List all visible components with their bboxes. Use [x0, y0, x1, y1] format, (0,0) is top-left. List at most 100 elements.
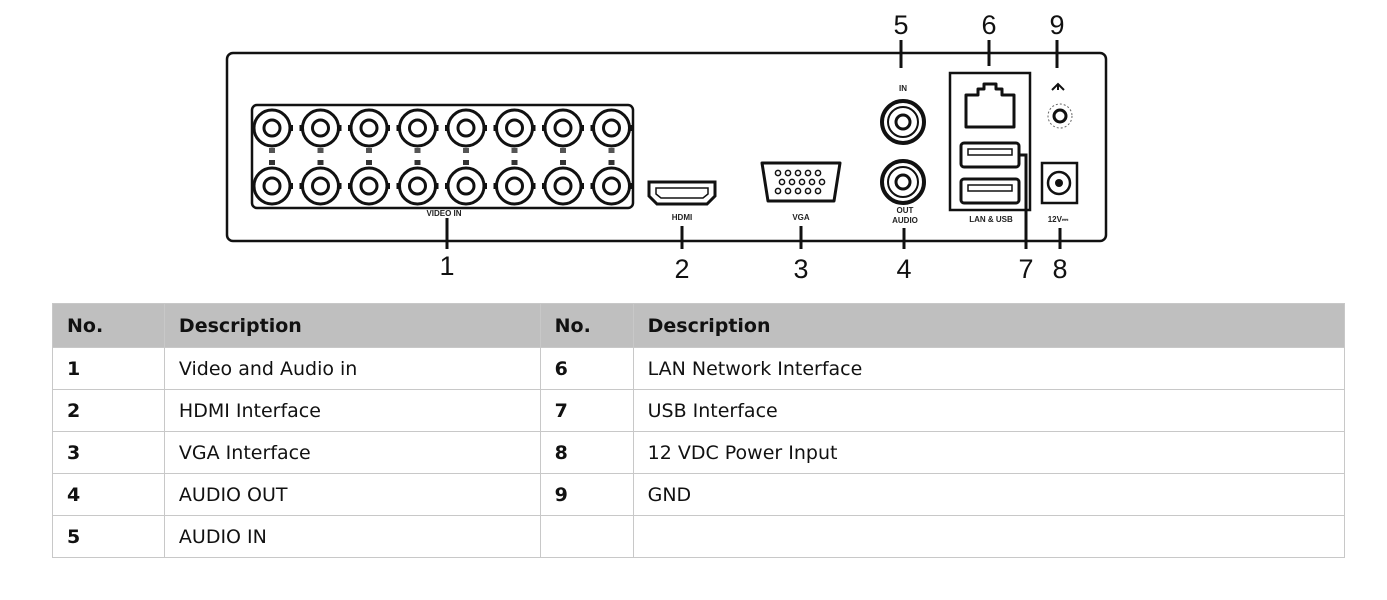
table-header-row: No. Description No. Description: [52, 303, 1346, 348]
callout-4: 4: [896, 254, 911, 284]
channel-marker: [511, 160, 518, 165]
row-no-left: 1: [52, 347, 165, 390]
vga-label: VGA: [792, 213, 810, 222]
channel-marker: [366, 148, 372, 153]
vga-pin: [798, 178, 806, 186]
bnc-connector-icon: [299, 166, 342, 206]
bnc-connector-icon: [445, 108, 487, 148]
row-description-left: Video and Audio in: [163, 347, 541, 390]
channel-marker: [560, 160, 566, 165]
row-no-right: 7: [539, 389, 634, 432]
vga-pin: [778, 178, 786, 186]
interface-description-table: No. Description No. Description 1 Video …: [52, 303, 1346, 558]
bnc-connector-icon: [493, 108, 536, 148]
table-row: 2 HDMI Interface 7 USB Interface: [52, 389, 1346, 432]
bnc-connector-icon: [493, 166, 536, 206]
vga-pin: [794, 187, 802, 195]
channel-marker: [317, 160, 324, 165]
bnc-connector-icon: [251, 108, 293, 148]
bnc-connector-icon: [348, 166, 390, 206]
callout-8: 8: [1052, 254, 1067, 284]
channel-marker: [414, 160, 421, 165]
callout-line-7: [1019, 153, 1028, 249]
vga-pin: [784, 187, 792, 195]
vga-pin: [788, 178, 796, 186]
row-description-left: AUDIO IN: [163, 515, 541, 558]
channel-marker: [463, 160, 469, 165]
rear-panel-diagram: VIDEO IN HDMI VGA IN OUT AUDIO LAN & USB: [225, 10, 1108, 284]
usb-port-icon: [959, 141, 1021, 169]
row-no-left: 4: [52, 473, 165, 516]
channel-marker: [269, 148, 275, 153]
usb-port-icon: [959, 177, 1021, 205]
row-description-left: VGA Interface: [163, 431, 541, 474]
hdmi-label: HDMI: [672, 213, 692, 222]
bnc-connector-icon: [348, 108, 390, 148]
row-description-left: AUDIO OUT: [163, 473, 541, 516]
row-description-right: [632, 515, 1346, 558]
channel-marker: [511, 148, 518, 153]
bnc-panel-outline: [250, 103, 635, 210]
row-no-right: [539, 515, 634, 558]
audio-label: AUDIO: [892, 216, 918, 225]
dc-power-jack-icon: [1040, 161, 1079, 205]
vga-pin: [814, 169, 822, 177]
bnc-connector-icon: [396, 166, 439, 206]
audio-out-jack-icon: [880, 159, 926, 205]
channel-marker: [608, 160, 615, 165]
rj45-port-icon: [964, 82, 1016, 129]
callout-6: 6: [981, 10, 996, 40]
bnc-connector-icon: [590, 108, 633, 148]
vga-port-icon: [760, 161, 842, 203]
bnc-connector-icon: [590, 166, 633, 206]
row-description-right: 12 VDC Power Input: [632, 431, 1346, 474]
vga-pin: [794, 169, 802, 177]
callout-9: 9: [1049, 10, 1064, 40]
header-description-right: Description: [632, 303, 1346, 348]
ground-icon: [1051, 82, 1065, 91]
callout-5: 5: [893, 10, 908, 40]
bnc-connector-icon: [542, 108, 584, 148]
vga-pin: [774, 187, 782, 195]
row-description-right: GND: [632, 473, 1346, 516]
table-row: 1 Video and Audio in 6 LAN Network Inter…: [52, 347, 1346, 390]
row-no-right: 8: [539, 431, 634, 474]
bnc-connector-icon: [542, 166, 584, 206]
header-no-left: No.: [52, 303, 165, 348]
bnc-connector-icon: [299, 108, 342, 148]
callout-7: 7: [1018, 254, 1033, 284]
vga-pin: [784, 169, 792, 177]
channel-marker: [414, 148, 421, 153]
vga-pin: [804, 187, 812, 195]
table-row: 5 AUDIO IN: [52, 515, 1346, 558]
row-no-right: 6: [539, 347, 634, 390]
audio-out-label: OUT: [897, 206, 914, 215]
channel-marker: [366, 160, 372, 165]
channel-marker: [317, 148, 324, 153]
row-no-left: 5: [52, 515, 165, 558]
channel-marker: [608, 148, 615, 153]
table-row: 4 AUDIO OUT 9 GND: [52, 473, 1346, 516]
channel-marker: [560, 148, 566, 153]
callout-3: 3: [793, 254, 808, 284]
bnc-connectors: [251, 108, 633, 206]
callout-2: 2: [674, 254, 689, 284]
lan-usb-label: LAN & USB: [969, 215, 1013, 224]
vga-pin: [808, 178, 816, 186]
vga-pin: [774, 169, 782, 177]
row-description-left: HDMI Interface: [163, 389, 541, 432]
video-in-block: VIDEO IN: [250, 103, 635, 218]
audio-in-label: IN: [899, 84, 907, 93]
vga-pin: [818, 178, 826, 186]
power-label: 12V⎓: [1048, 215, 1069, 224]
row-description-right: USB Interface: [632, 389, 1346, 432]
table-row: 3 VGA Interface 8 12 VDC Power Input: [52, 431, 1346, 474]
channel-marker: [463, 148, 469, 153]
bnc-connector-icon: [251, 166, 293, 206]
row-description-right: LAN Network Interface: [632, 347, 1346, 390]
vga-pin: [804, 169, 812, 177]
bnc-connector-icon: [445, 166, 487, 206]
ground-screw-icon: [1047, 103, 1073, 129]
row-no-right: 9: [539, 473, 634, 516]
header-no-right: No.: [539, 303, 634, 348]
